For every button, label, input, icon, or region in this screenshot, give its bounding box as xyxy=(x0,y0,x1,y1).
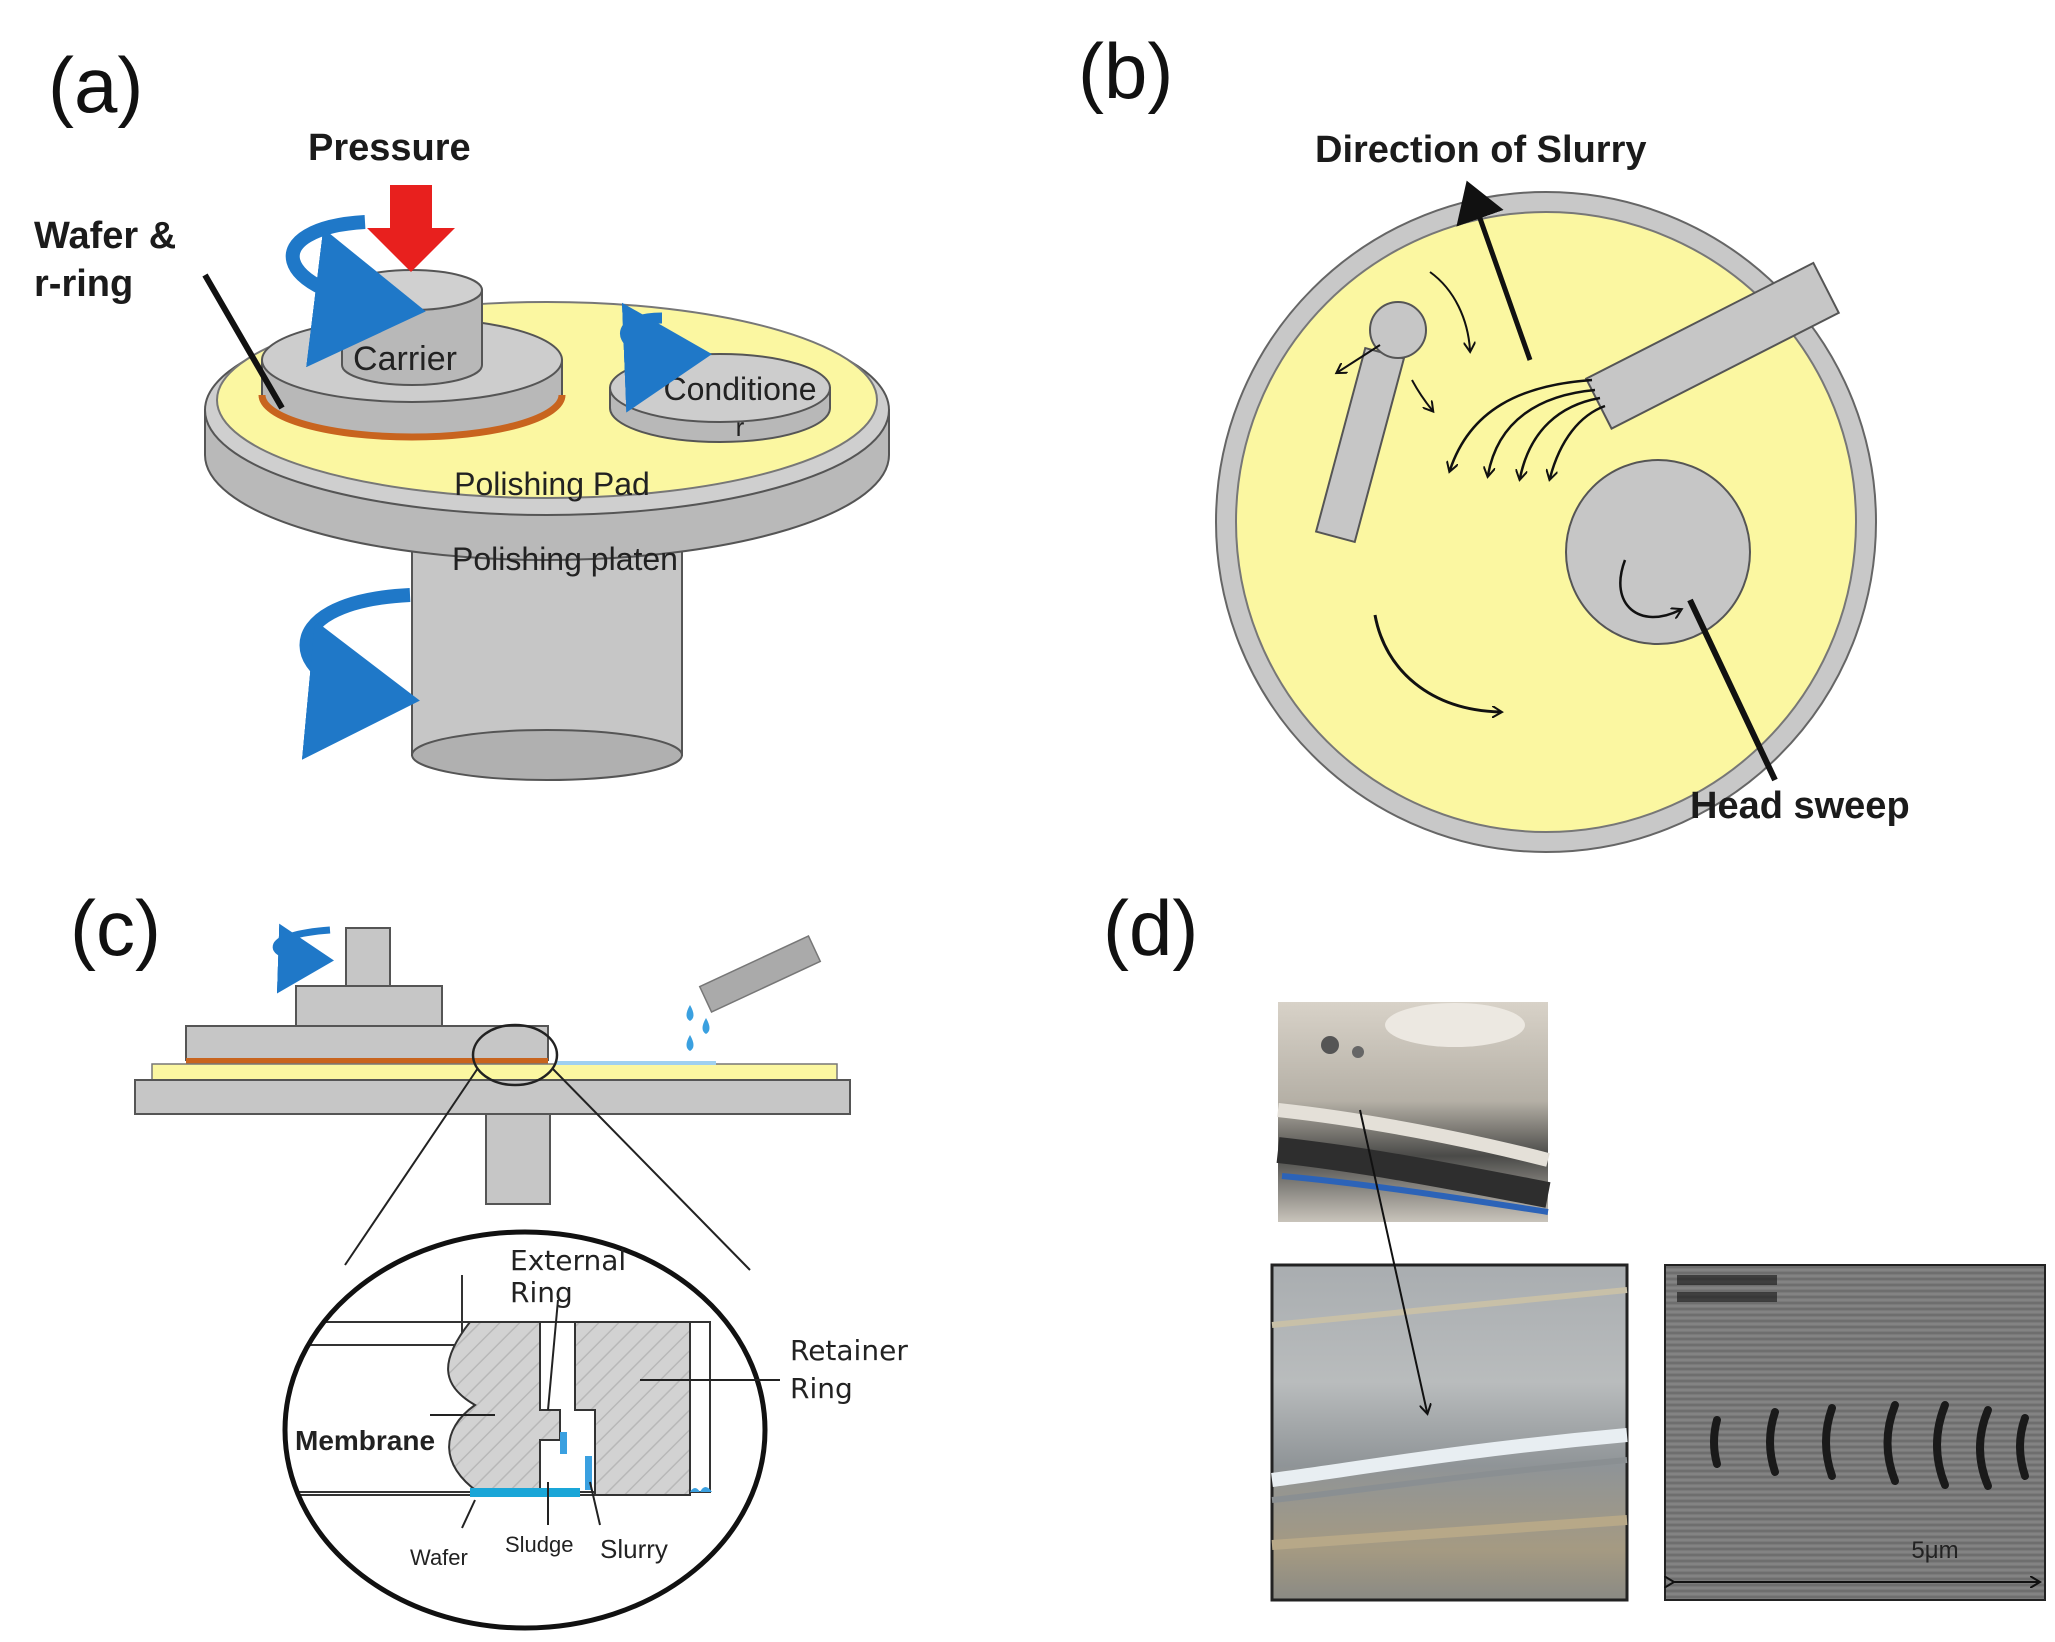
slurry-direction-arrow xyxy=(1456,180,1533,361)
conditioner: Conditione r xyxy=(609,353,831,443)
head-rotation-arrow xyxy=(1619,559,1680,617)
panel-a-letter: (a) xyxy=(48,41,143,129)
photo-callout-arrow xyxy=(1359,1109,1427,1412)
panel-b-letter: (b) xyxy=(1078,27,1173,115)
panel-a: (a) Carrier Conditione r xyxy=(34,41,890,781)
scale-label: 5μm xyxy=(1911,1537,1958,1564)
wafer-ring xyxy=(258,394,566,441)
wafer-label-2: r-ring xyxy=(34,263,133,305)
carrier: Carrier xyxy=(258,269,566,441)
wafer-label-1: Wafer & xyxy=(34,215,176,257)
panel-c: (c) xyxy=(70,884,908,1631)
panel-b: (b) Direction of Slurry Head swe xyxy=(1078,27,1910,853)
conditioner-label-1: Conditione xyxy=(664,371,817,407)
panel-d-letter: (d) xyxy=(1103,884,1198,972)
platen-column xyxy=(411,524,683,781)
panel-c-letter: (c) xyxy=(70,884,161,972)
conditioner-arm xyxy=(1314,271,1470,544)
sem-image: 5μm xyxy=(1664,1264,2046,1601)
pad-rotation-arrow xyxy=(1373,614,1500,712)
slurry-flow-curves xyxy=(1450,378,1606,478)
zoom-region xyxy=(471,1023,559,1087)
pad-label: Polishing Pad xyxy=(454,466,650,502)
carrier-rotation-arrow xyxy=(285,215,426,368)
wafer-layer xyxy=(470,1488,580,1497)
carrier-label: Carrier xyxy=(353,340,457,378)
conditioner-rotation-arrow xyxy=(620,302,712,413)
external-ring-label-2: Ring xyxy=(510,1276,573,1309)
slurry-label: Slurry xyxy=(600,1534,668,1564)
conditioner-label-2: r xyxy=(736,412,745,442)
pressure-arrow xyxy=(367,185,455,272)
wafer-label: Wafer xyxy=(410,1545,468,1570)
wafer-leader-line xyxy=(202,273,285,410)
slurry-droplets xyxy=(686,1005,710,1051)
pressure-label: Pressure xyxy=(308,127,471,169)
carrier-side-rotation-arrow xyxy=(272,923,334,994)
membrane-label: Membrane xyxy=(295,1425,435,1456)
sludge-photo xyxy=(1270,1263,1629,1602)
panel-d: (d) xyxy=(1103,884,2046,1602)
external-ring-label-1: External xyxy=(510,1244,626,1277)
retainer-photo xyxy=(1276,1002,1551,1222)
scratch-marks xyxy=(1710,1401,2029,1490)
head-sweep-leader xyxy=(1687,598,1778,782)
zoom-detail: External Ring Retainer Ring Membrane Waf… xyxy=(282,1229,908,1631)
head-sweep-label: Head sweep xyxy=(1690,785,1910,827)
polishing-head xyxy=(1565,459,1751,645)
platen-rotation-arrow xyxy=(299,588,420,760)
slurry-arm xyxy=(1584,261,1841,430)
sludge-label: Sludge xyxy=(505,1532,574,1557)
retainer-ring-label-2: Ring xyxy=(790,1372,853,1405)
retainer-ring-label-1: Retainer xyxy=(790,1334,908,1367)
platen-label: Polishing platen xyxy=(452,541,678,577)
slurry-nozzle xyxy=(698,934,822,1014)
slurry-direction-label: Direction of Slurry xyxy=(1315,129,1647,171)
side-view xyxy=(134,923,851,1271)
